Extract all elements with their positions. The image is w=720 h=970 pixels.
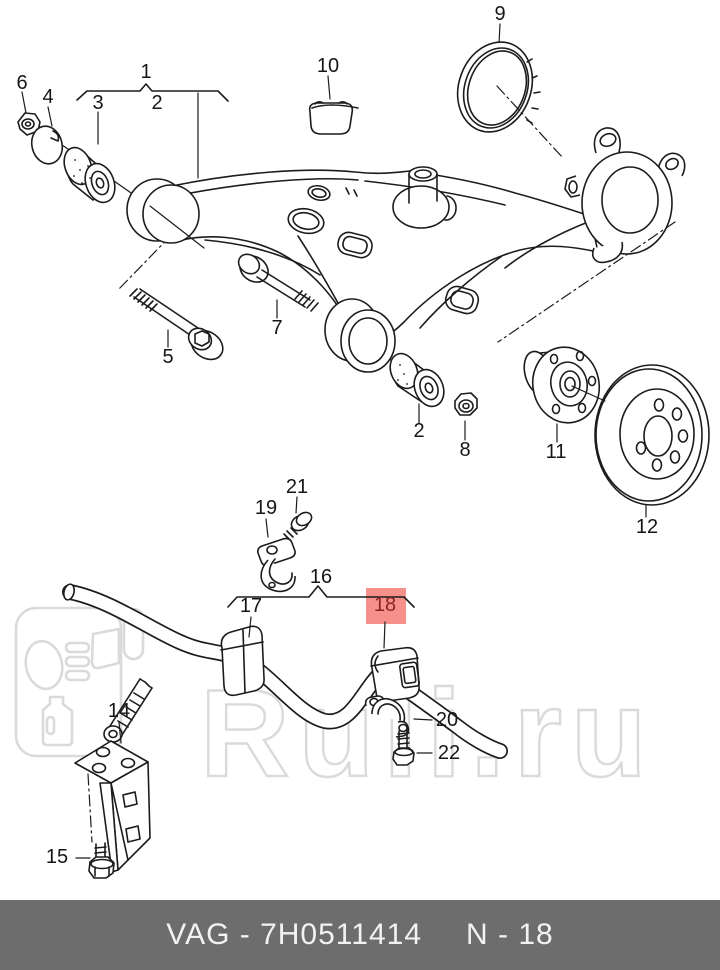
oil-can-icon xyxy=(41,695,74,747)
callout-2-lower: 2 xyxy=(413,420,425,442)
window-icon xyxy=(90,627,121,670)
part-ring-9 xyxy=(456,41,541,133)
part-hub-carrier xyxy=(564,127,686,264)
callout-3: 3 xyxy=(92,92,104,114)
part-bolt-21 xyxy=(283,511,313,540)
callout-10: 10 xyxy=(316,55,340,77)
part-bolt-5 xyxy=(129,288,224,361)
callout-22: 22 xyxy=(437,742,461,764)
part-bushing-3 xyxy=(63,146,116,204)
part-trailing-arm xyxy=(126,166,599,373)
callout-12: 12 xyxy=(635,516,659,538)
callout-18-highlighted: 18 xyxy=(373,594,397,616)
callout-15: 15 xyxy=(45,846,69,868)
part-nut-8 xyxy=(454,392,478,416)
callout-1: 1 xyxy=(140,61,152,83)
bottom-leader-lines xyxy=(75,496,433,859)
part-cap-10 xyxy=(308,101,359,135)
watermark-logo xyxy=(14,606,145,758)
part-brake-disc-12 xyxy=(594,364,710,506)
part-bolt-22 xyxy=(392,729,415,766)
part-bracket-14 xyxy=(74,740,151,873)
callout-20: 20 xyxy=(435,709,459,731)
catalog-part-number: VAG - 7H0511414 xyxy=(166,918,422,951)
callout-7: 7 xyxy=(271,317,283,339)
part-stabilizer-bar-16 xyxy=(62,583,508,759)
callout-17: 17 xyxy=(239,595,263,617)
callout-5: 5 xyxy=(162,346,174,368)
callout-4: 4 xyxy=(42,86,54,108)
callout-6: 6 xyxy=(16,72,28,94)
callout-16: 16 xyxy=(309,566,333,588)
footer-bar: VAG - 7H0511414 N - 18 xyxy=(0,900,720,970)
callout-2-upper: 2 xyxy=(151,92,163,114)
callout-9: 9 xyxy=(494,3,506,25)
headlight-icon xyxy=(24,639,64,691)
part-nut-6 xyxy=(17,112,41,136)
part-washer-4 xyxy=(30,125,64,165)
callout-21: 21 xyxy=(285,476,309,498)
callout-8: 8 xyxy=(459,439,471,461)
part-bushing-2 xyxy=(389,352,445,408)
bracket-1 xyxy=(76,83,229,102)
page-reference: N - 18 xyxy=(466,918,554,951)
part-bushing-18 xyxy=(370,646,420,703)
part-bolt-15 xyxy=(88,842,115,879)
bracket-16 xyxy=(227,585,415,608)
highlight-18-box xyxy=(366,588,406,624)
part-bushing-17 xyxy=(220,625,265,697)
centerlines xyxy=(496,85,676,402)
part-hub-11 xyxy=(523,346,601,424)
callout-14: 14 xyxy=(107,700,131,722)
callout-11: 11 xyxy=(545,441,567,463)
part-bolt-7 xyxy=(237,253,319,312)
part-clamp-19 xyxy=(257,537,296,593)
callout-19: 19 xyxy=(254,497,278,519)
